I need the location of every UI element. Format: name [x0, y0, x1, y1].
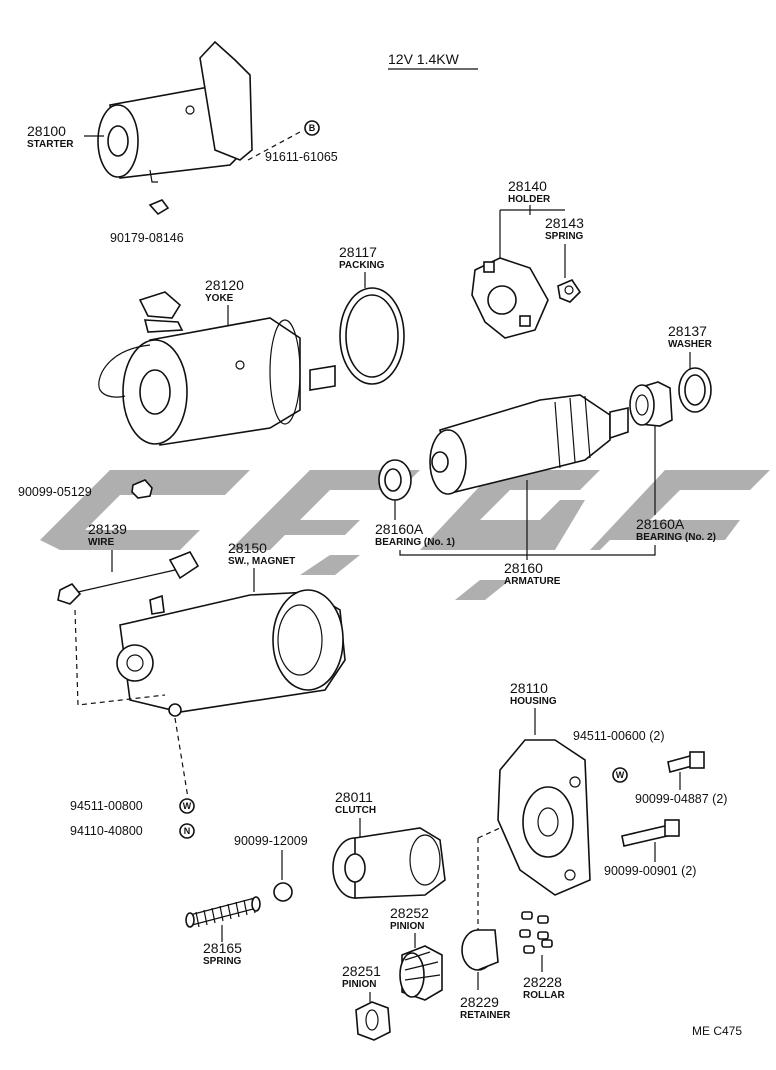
part-number-28011: 28011: [335, 789, 373, 805]
leader-housing-dashed: [477, 827, 501, 839]
part-name-spring-28165: SPRING: [203, 956, 242, 967]
part-name-rollar: ROLLAR: [523, 990, 565, 1001]
pinion-28252-drawing: [399, 945, 443, 1001]
part-number-28160a-no1: 28160A: [375, 521, 424, 537]
armature-drawing: [429, 394, 629, 495]
rollers-drawing: [519, 911, 553, 954]
leader-28140: [499, 205, 565, 262]
part-number-28251: 28251: [342, 963, 381, 979]
part-number-28110: 28110: [510, 680, 548, 696]
part-number-90099-05129: 90099-05129: [18, 485, 92, 499]
starter-assembly-drawing: [97, 40, 253, 183]
voltage-spec: 12V 1.4KW: [388, 51, 460, 67]
nut-marker-n-icon: N: [179, 823, 195, 839]
bearing-no1-drawing: [378, 459, 412, 501]
bolt-90099-04887-drawing: [667, 751, 705, 773]
leader-91611: [247, 131, 301, 161]
spring-28143-drawing: [557, 279, 582, 303]
part-number-28120: 28120: [205, 277, 244, 293]
svg-text:B: B: [309, 123, 316, 133]
part-number-94110-40800: 94110-40800: [70, 824, 143, 838]
part-name-packing: PACKING: [339, 260, 385, 271]
part-number-28140: 28140: [508, 178, 547, 194]
part-name-bearing-no2: BEARING (No. 2): [636, 532, 716, 543]
part-number-28150: 28150: [228, 540, 267, 556]
svg-text:W: W: [183, 801, 192, 811]
part-number-28137: 28137: [668, 323, 707, 339]
retainer-drawing: [461, 929, 499, 971]
part-name-spring-28143: SPRING: [545, 231, 584, 242]
part-number-28165: 28165: [203, 940, 242, 956]
leader-94511-00800: [174, 717, 189, 799]
part-number-90099-12009: 90099-12009: [234, 834, 308, 848]
svg-text:W: W: [616, 770, 625, 780]
part-name-pinion-28252: PINION: [390, 921, 424, 932]
leader-wire-dashed: [74, 609, 166, 706]
part-number-90099-04887: 90099-04887 (2): [635, 792, 727, 806]
steel-ball-drawing: [273, 882, 293, 902]
part-name-clutch: CLUTCH: [335, 805, 376, 816]
washer-marker-w-600-icon: W: [612, 767, 628, 783]
grommet-90179-icon: [148, 199, 170, 216]
svg-text:N: N: [184, 826, 191, 836]
pinion-28251-drawing: [355, 1001, 391, 1041]
housing-drawing: [497, 739, 591, 896]
part-name-bearing-no1: BEARING (No. 1): [375, 537, 455, 548]
part-number-90099-00901: 90099-00901 (2): [604, 864, 696, 878]
nut-90099-05129-icon: [131, 479, 153, 499]
part-name-housing: HOUSING: [510, 696, 557, 707]
yoke-drawing: [98, 291, 336, 446]
part-name-starter: STARTER: [27, 139, 74, 150]
wire-drawing: [57, 550, 200, 605]
brush-holder-drawing: [471, 257, 549, 339]
part-number-28139: 28139: [88, 521, 127, 537]
part-number-28160a-no2: 28160A: [636, 516, 685, 532]
part-number-28229: 28229: [460, 994, 499, 1010]
part-number-28228: 28228: [523, 974, 562, 990]
watermark-logo: [40, 470, 770, 600]
part-name-washer: WASHER: [668, 339, 713, 350]
washer-drawing: [678, 367, 712, 413]
spring-28165-drawing: [185, 896, 261, 928]
bolt-90099-00901-drawing: [621, 819, 680, 847]
clutch-drawing: [332, 827, 446, 899]
part-number-94511-00600: 94511-00600 (2): [573, 729, 665, 743]
part-name-holder: HOLDER: [508, 194, 551, 205]
part-name-armature: ARMATURE: [504, 576, 561, 587]
part-number-28100: 28100: [27, 123, 66, 139]
part-name-wire: WIRE: [88, 537, 114, 548]
part-name-yoke: YOKE: [205, 293, 234, 304]
part-number-28252: 28252: [390, 905, 429, 921]
part-number-28117: 28117: [339, 244, 377, 260]
part-number-28160: 28160: [504, 560, 543, 576]
part-number-91611-61065: 91611-61065: [265, 150, 338, 164]
part-number-94511-00800: 94511-00800: [70, 799, 143, 813]
part-name-sw-magnet: SW., MAGNET: [228, 556, 295, 567]
washer-marker-w-800-icon: W: [179, 798, 195, 814]
part-name-pinion-28251: PINION: [342, 979, 376, 990]
part-number-28143: 28143: [545, 215, 584, 231]
part-number-90179-08146: 90179-08146: [110, 231, 184, 245]
part-name-retainer: RETAINER: [460, 1010, 511, 1021]
bolt-marker-b-icon: B: [304, 120, 320, 136]
magnetic-switch-drawing: [116, 589, 346, 717]
diagram-code: ME C475: [692, 1024, 742, 1038]
packing-ring-drawing: [339, 287, 405, 385]
bearing-no2-drawing: [629, 381, 673, 427]
